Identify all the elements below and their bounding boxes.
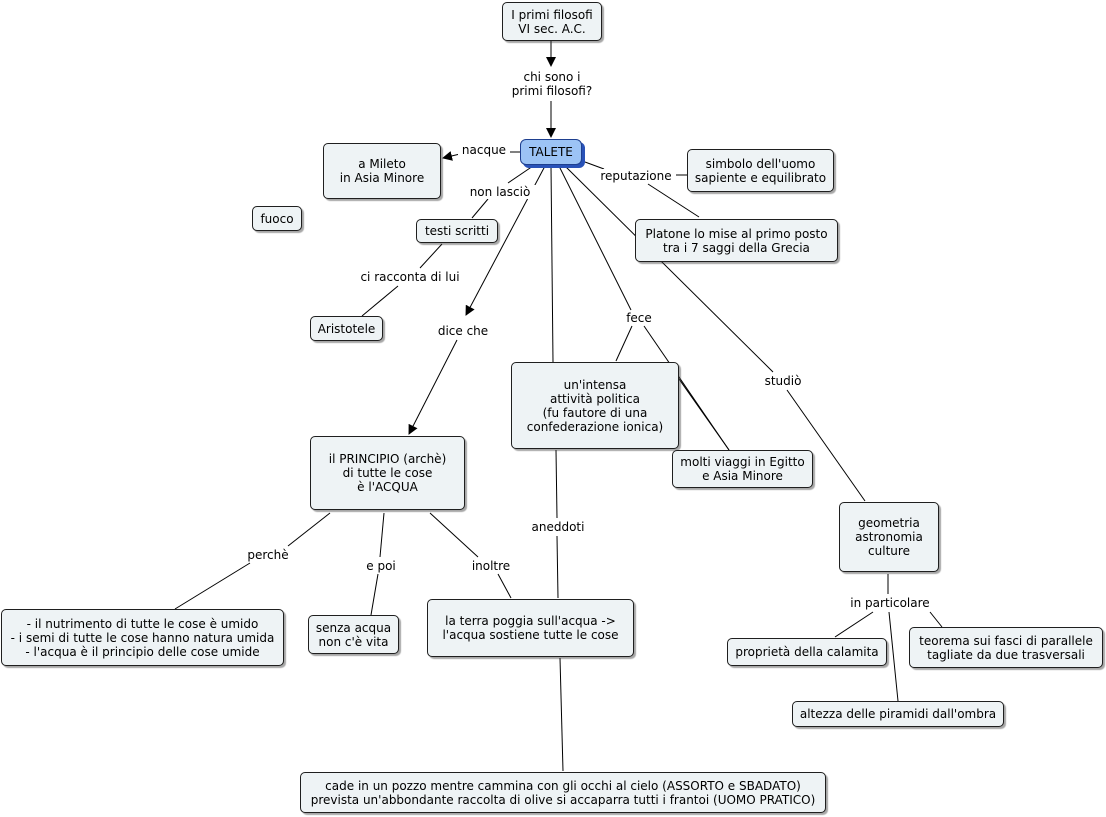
concept-platone[interactable]: Platone lo mise al primo posto tra i 7 s… [635,219,838,262]
line-aneddoti-terra [556,535,559,599]
line-testi-racconta [419,243,443,269]
link-in-particolare: in particolare [842,596,938,610]
concept-piramidi[interactable]: altezza delle piramidi dall'ombra [792,701,1004,727]
line-reputazione-platone [647,183,700,218]
line-studio-geometria [786,389,866,502]
link-reputazione: reputazione [596,169,676,183]
link-inoltre: inoltre [465,559,517,573]
line-inparticolare-teorema [929,611,943,628]
line-epoi-senzaacqua [370,573,379,616]
link-e-poi: e poi [360,559,402,573]
concept-nutrimento[interactable]: - il nutrimento di tutte le cose è umido… [1,609,284,666]
concept-mileto[interactable]: a Mileto in Asia Minore [323,143,441,199]
link-perche: perchè [242,548,294,562]
link-aneddoti: aneddoti [526,520,590,534]
link-ci-racconta: ci racconta di lui [355,270,465,284]
line-nacque-mileto [442,151,461,161]
concept-simbolo[interactable]: simbolo dell'uomo sapiente e equilibrato [687,149,834,192]
concept-principio[interactable]: il PRINCIPIO (archè) di tutte le cose è … [310,436,465,510]
concept-senza-acqua[interactable]: senza acqua non c'è vita [308,615,399,654]
link-nacque: nacque [458,143,510,157]
link-chi-sono: chi sono i primi filosofi? [505,70,599,98]
concept-talete[interactable]: TALETE [520,139,582,165]
concept-aristotele[interactable]: Aristotele [310,316,383,341]
concept-viaggi[interactable]: molti viaggi in Egitto e Asia Minore [672,450,813,488]
line-talete-reputazione [584,161,605,170]
link-dice-che: dice che [432,324,494,338]
line-principio-inoltre [429,512,479,558]
link-fece: fece [620,311,658,325]
line-principio-perche [287,512,331,547]
line-inparticolare-piramidi [888,611,899,702]
concept-pozzo[interactable]: cade in un pozzo mentre cammina con gli … [300,772,826,813]
link-studio: studiò [759,374,807,388]
line-talete-attivita [550,165,554,363]
concept-fuoco[interactable]: fuoco [252,206,302,231]
line-perche-nutrimento [174,562,251,610]
link-non-lascio: non lasciò [464,185,536,199]
concept-geometria[interactable]: geometria astronomia culture [839,502,939,572]
concept-primi-filosofi[interactable]: I primi filosofi VI sec. A.C. [502,2,602,41]
concept-calamita[interactable]: proprietà della calamita [727,638,887,666]
line-attivita-viaggi [678,378,730,451]
concept-terra-poggia[interactable]: la terra poggia sull'acqua -> l'acqua so… [427,599,634,657]
line-inoltre-terra [497,573,512,599]
line-terra-pozzo [559,657,564,772]
concept-attivita-politica[interactable]: un'intensa attività politica (fu fautore… [511,362,679,449]
line-inparticolare-calamita [834,611,874,638]
concept-teorema[interactable]: teorema sui fasci di parallele tagliate … [909,627,1103,668]
line-talete-studio [564,165,774,373]
line-talete-fece [558,165,632,311]
line-principio-epoi [379,512,385,558]
line-attivita-aneddoti [555,449,558,519]
line-nonlascio-testi [471,198,489,219]
line-fece-attivita [615,325,633,362]
line-talete-nonlascio [507,165,534,184]
concept-testi-scritti[interactable]: testi scritti [416,219,498,243]
line-racconta-aristotele [361,285,399,317]
line-dicheche-principio [408,339,458,435]
